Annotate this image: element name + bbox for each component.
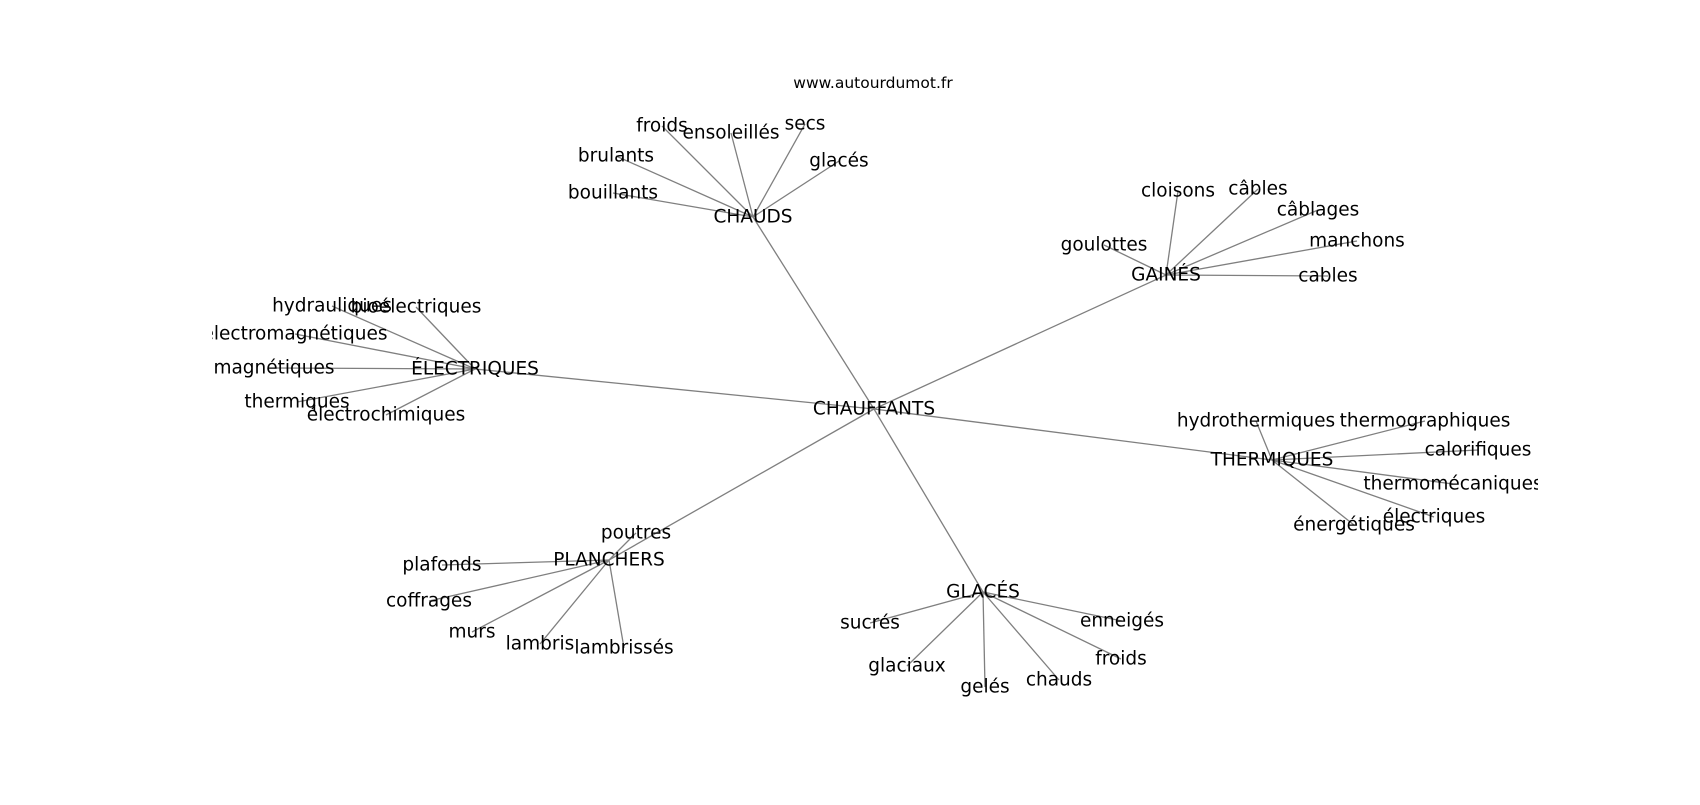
word-label-chauds-froids: froids <box>636 116 688 137</box>
cluster-label-glaces: GLACÉS <box>946 581 1020 603</box>
word-label-elec-electromagnetiques: électromagnétiques <box>203 324 388 345</box>
cluster-label-chauds: CHAUDS <box>713 207 792 228</box>
word-label-therm-calorifiques: calorifiques <box>1425 440 1532 461</box>
word-label-planch-poutres: poutres <box>601 523 671 544</box>
edge-glaces-chauds <box>982 591 1060 681</box>
edge-chauds-ensoleilles <box>730 132 754 218</box>
word-label-planch-lambris: lambris <box>506 634 575 655</box>
edge-chauds-glaces <box>752 160 840 218</box>
word-label-gaines-cloisons: cloisons <box>1141 181 1215 202</box>
word-label-glaces-geles: gelés <box>960 677 1009 698</box>
word-label-gaines-manchons: manchons <box>1309 231 1405 252</box>
source-url: www.autourdumot.fr <box>793 74 953 92</box>
edge-root-chauds <box>752 216 875 410</box>
edge-planch-lambrisses <box>608 559 625 649</box>
word-label-gaines-goulottes: goulottes <box>1061 235 1148 256</box>
word-label-chauds-secs: secs <box>785 114 826 135</box>
edge-root-planchers <box>608 408 875 561</box>
edge-elec-hydrauliques <box>331 305 476 370</box>
word-label-gaines-cablages: câblages <box>1277 200 1360 221</box>
edge-planch-plafonds <box>441 559 610 566</box>
edges-layer <box>273 123 1479 688</box>
edge-planch-murs <box>471 559 610 633</box>
word-label-elec-electrochimiques: électrochimiques <box>307 405 466 426</box>
edge-glaces-geles <box>982 591 986 688</box>
word-label-therm-thermomecaniques: thermomécaniques <box>1363 474 1542 495</box>
edge-therm-electriques <box>1271 459 1435 518</box>
word-label-planch-lambrisses: lambrissés <box>574 638 673 659</box>
edge-gaines-manchons <box>1165 240 1358 276</box>
cluster-label-electriques: ÉLECTRIQUES <box>411 358 539 380</box>
word-label-gaines-cables-accent: câbles <box>1228 179 1287 200</box>
edge-therm-thermographiques <box>1271 420 1426 461</box>
edge-elec-electrochimiques <box>385 368 476 416</box>
word-label-chauds-ensoleilles: ensoleillés <box>682 123 779 144</box>
word-label-glaces-froids: froids <box>1095 649 1147 670</box>
word-label-glaces-enneiges: enneigés <box>1080 611 1164 632</box>
word-label-therm-energetiques: énergétiques <box>1293 515 1415 536</box>
word-label-glaces-chauds: chauds <box>1026 670 1092 691</box>
edge-therm-energetiques <box>1271 459 1355 526</box>
word-label-elec-bioelectriques: bioélectriques <box>351 297 482 318</box>
cluster-label-gaines: GAINÉS <box>1131 264 1201 286</box>
edge-planch-poutres <box>608 532 637 561</box>
edge-gaines-cloisons <box>1165 190 1179 276</box>
cluster-label-thermiques: THERMIQUES <box>1210 450 1334 471</box>
edge-chauds-secs <box>752 123 806 218</box>
edge-elec-electromagnetiques <box>294 333 476 370</box>
word-label-planch-murs: murs <box>449 622 496 643</box>
word-label-planch-coffrages: coffrages <box>386 591 472 612</box>
word-label-planch-plafonds: plafonds <box>402 555 481 576</box>
word-label-glaces-sucres: sucrés <box>840 613 900 634</box>
edge-gaines-cables <box>1165 274 1329 277</box>
word-label-therm-thermographiques: thermographiques <box>1340 411 1511 432</box>
edge-therm-thermomecaniques <box>1271 459 1454 485</box>
word-label-therm-hydrothermiques: hydrothermiques <box>1177 411 1335 432</box>
cluster-label-planchers: PLANCHERS <box>553 550 665 571</box>
edge-gaines-goulottes <box>1103 244 1167 276</box>
edge-chauds-froids <box>661 125 754 218</box>
edge-chauds-bouillants <box>612 192 754 218</box>
word-label-chauds-bouillants: bouillants <box>568 183 658 204</box>
edge-glaces-glaciaux <box>906 591 984 667</box>
word-label-chauds-glaces: glacés <box>809 151 868 172</box>
edge-gaines-cables-accent <box>1165 188 1259 276</box>
edge-elec-thermiques <box>296 368 476 403</box>
root-node-label: CHAUFFANTS <box>813 399 935 420</box>
edge-glaces-sucres <box>869 591 984 624</box>
edge-root-glaces <box>873 408 984 593</box>
edge-root-gaines <box>873 274 1167 410</box>
word-label-elec-thermiques: thermiques <box>244 392 349 413</box>
edge-root-electriques <box>474 368 875 410</box>
edge-glaces-froids <box>982 591 1122 660</box>
edge-root-thermiques <box>873 408 1273 461</box>
word-label-gaines-cables: cables <box>1298 266 1357 287</box>
word-label-elec-magnetiques: magnétiques <box>213 358 334 379</box>
edge-planch-coffrages <box>428 559 610 602</box>
edge-gaines-cablages <box>1165 209 1319 276</box>
edge-planch-lambris <box>539 559 610 645</box>
word-label-glaces-glaciaux: glaciaux <box>868 656 946 677</box>
edge-elec-bioelectriques <box>415 306 476 370</box>
word-label-therm-electriques: électriques <box>1383 507 1486 528</box>
edge-chauds-brulants <box>615 155 754 218</box>
edge-elec-magnetiques <box>273 367 476 370</box>
edge-glaces-enneiges <box>982 591 1123 622</box>
edge-therm-calorifiques <box>1271 449 1479 461</box>
word-label-elec-hydrauliques: hydrauliques <box>272 296 392 317</box>
word-label-chauds-brulants: brulants <box>578 146 654 167</box>
edge-therm-hydrothermiques <box>1255 420 1273 461</box>
